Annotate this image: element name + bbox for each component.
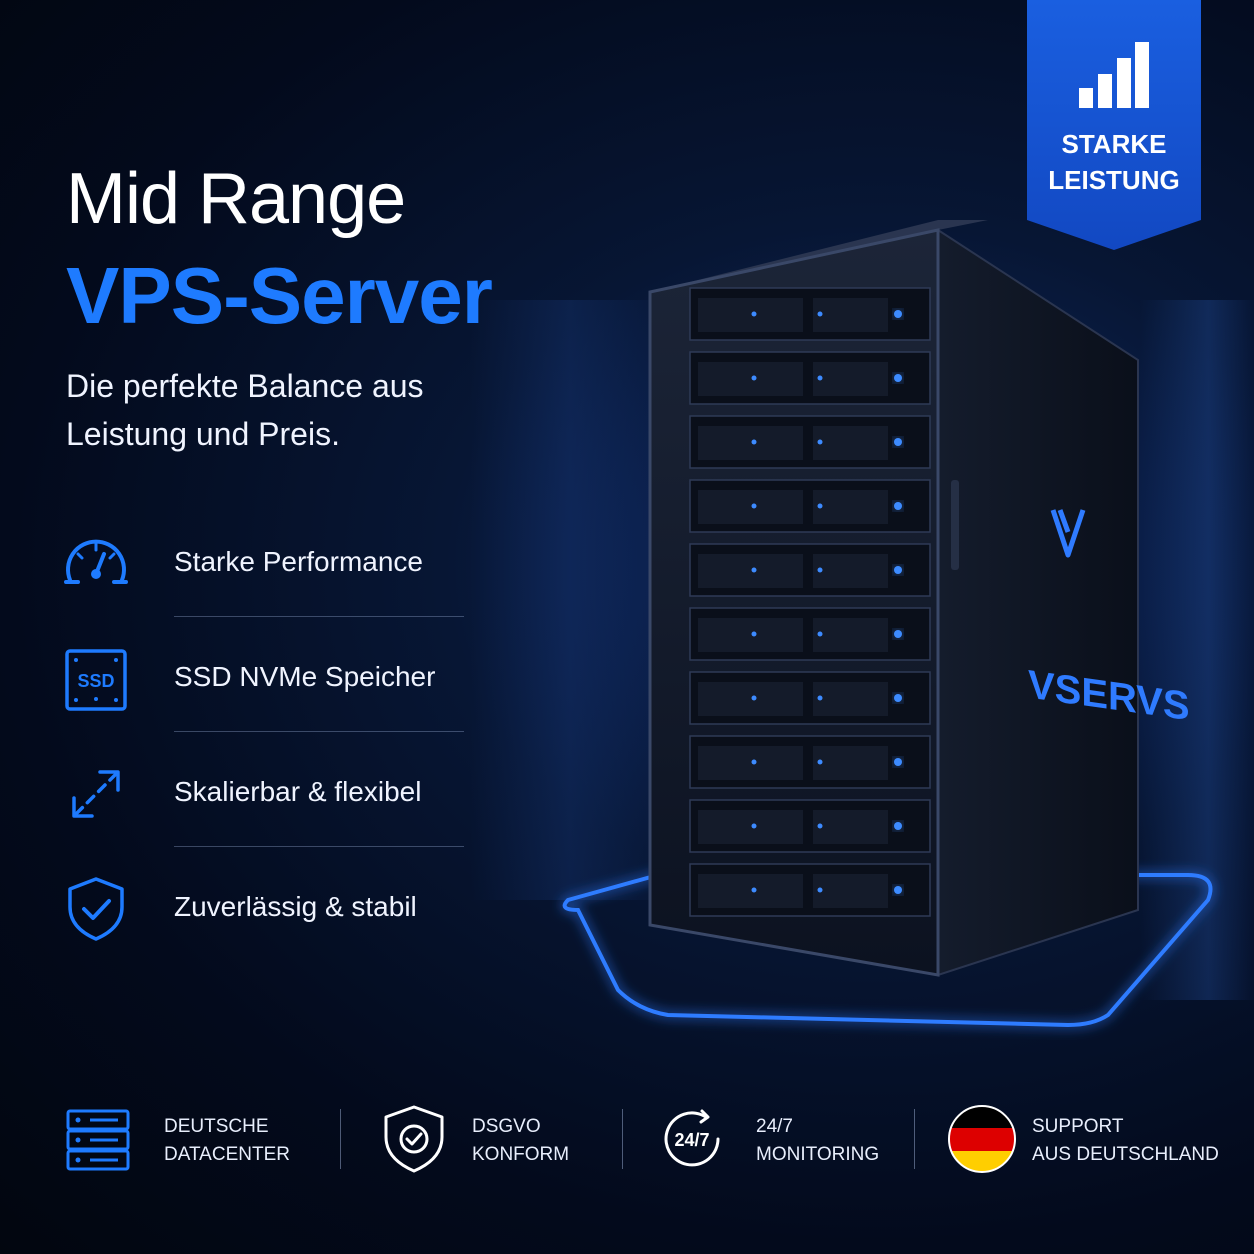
badge-line-1: STARKE — [1061, 129, 1167, 159]
trust-line-2: KONFORM — [472, 1144, 570, 1165]
speedometer-icon — [64, 539, 128, 584]
trust-item: DEUTSCHE DATACENTER — [62, 1095, 322, 1185]
rack-handle — [951, 480, 959, 570]
background-glow-left — [470, 300, 670, 900]
divider — [174, 616, 464, 617]
divider — [174, 846, 464, 847]
rack-side-panel — [937, 228, 1139, 977]
feature-label: Zuverlässig & stabil — [174, 891, 417, 922]
trust-line-1: SUPPORT — [1032, 1116, 1124, 1137]
feature-label: Skalierbar & flexibel — [174, 776, 422, 807]
feature-label: SSD NVMe Speicher — [174, 661, 436, 692]
brand-logo-icon — [1050, 509, 1086, 558]
feature-label: Starke Performance — [174, 546, 423, 577]
badge-line-2: LEISTUNG — [1048, 165, 1180, 195]
trust-line-2: AUS DEUTSCHLAND — [1032, 1144, 1219, 1165]
server-rack-illustration: VSERVS — [562, 220, 1213, 1028]
trust-line-1: 24/7 — [756, 1116, 793, 1137]
bar-chart-icon — [1079, 42, 1149, 108]
trust-bar: DEUTSCHE DATACENTER DSGVO KONFORM 24/7 2… — [0, 1095, 1254, 1195]
feature-list: Starke Performance SSD SSD NVMe Speicher… — [62, 520, 464, 980]
rack-unit — [689, 287, 931, 341]
trust-line-2: MONITORING — [756, 1144, 880, 1165]
performance-badge: STARKE LEISTUNG — [1027, 0, 1201, 250]
divider — [622, 1109, 623, 1169]
title-line-1: Mid Range — [66, 159, 406, 239]
ssd-icon-text: SSD — [77, 671, 114, 691]
trust-item: 24/7 24/7 MONITORING — [656, 1095, 896, 1185]
divider — [174, 731, 464, 732]
trust-item: SUPPORT AUS DEUTSCHLAND — [946, 1095, 1236, 1185]
trust-line-2: DATACENTER — [164, 1144, 290, 1165]
badge-text: STARKE LEISTUNG — [1027, 126, 1201, 198]
feature-item: Zuverlässig & stabil — [62, 865, 464, 980]
trust-text: DEUTSCHE DATACENTER — [164, 1113, 290, 1169]
trust-text: SUPPORT AUS DEUTSCHLAND — [1032, 1113, 1219, 1169]
server-rack-icon — [66, 1109, 130, 1171]
shield-check-icon — [68, 877, 124, 941]
rack-units — [689, 287, 931, 916]
clock-24-7-icon: 24/7 — [664, 1109, 720, 1167]
trust-line-1: DEUTSCHE — [164, 1116, 269, 1137]
background-glow-right — [1140, 300, 1254, 1000]
title-line-2: VPS-Server — [66, 251, 493, 340]
trust-line-1: DSGVO — [472, 1116, 541, 1137]
floor-glow-ring — [562, 873, 1213, 1028]
expand-arrows-icon — [72, 770, 120, 818]
shield-check-icon — [384, 1105, 444, 1173]
divider — [340, 1109, 341, 1169]
feature-item: Skalierbar & flexibel — [62, 750, 464, 865]
ssd-icon: SSD — [65, 649, 127, 711]
subtitle: Die perfekte Balance aus Leistung und Pr… — [66, 368, 424, 452]
clock-icon-text: 24/7 — [674, 1130, 709, 1150]
feature-item: SSD SSD NVMe Speicher — [62, 635, 464, 750]
trust-text: DSGVO KONFORM — [472, 1113, 569, 1169]
divider — [914, 1109, 915, 1169]
german-flag-icon — [948, 1105, 1016, 1173]
trust-text: 24/7 MONITORING — [756, 1113, 879, 1169]
feature-item: Starke Performance — [62, 520, 464, 635]
trust-item: DSGVO KONFORM — [378, 1095, 598, 1185]
